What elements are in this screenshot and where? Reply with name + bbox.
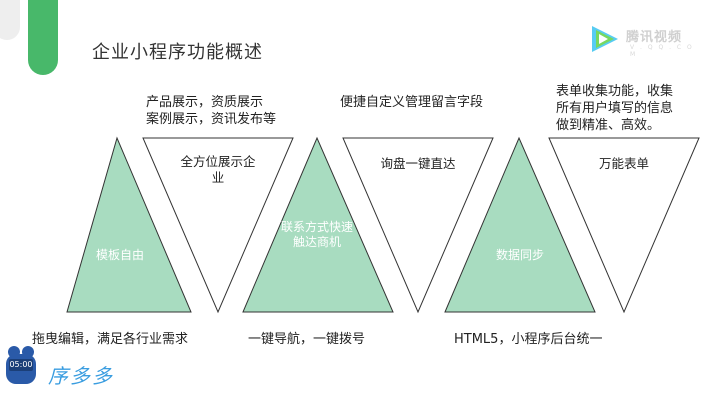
- note-forms-line1: 表单收集功能，收集: [556, 84, 674, 99]
- brand-name: 序多多: [48, 364, 114, 388]
- note-display-line2: 案例展示，资讯发布等: [146, 112, 277, 127]
- tri-label-2-line1: 联系方式快速: [280, 220, 353, 234]
- note-forms-line2: 所有用户填写的信息: [556, 101, 674, 116]
- note-html5: HTML5，小程序后台统一: [454, 332, 603, 347]
- video-logo-name: 腾讯视频: [626, 30, 683, 45]
- inv-label-1-line2: 业: [211, 170, 225, 185]
- note-fields: 便捷自定义管理留言字段: [340, 95, 484, 110]
- triangle-down-3: [548, 137, 700, 314]
- video-play-icon: [592, 26, 618, 52]
- note-navigation: 一键导航，一键拨号: [248, 332, 366, 347]
- note-forms-line3: 做到精准、高效。: [556, 118, 661, 133]
- inv-label-1-line1: 全方位展示企: [180, 154, 256, 169]
- triangle-down-1: [142, 137, 294, 314]
- tri-label-2-line2: 触达商机: [292, 235, 341, 249]
- note-forms: 表单收集功能，收集 所有用户填写的信息 做到精准、高效。: [556, 83, 673, 134]
- video-logo-sub: V . Q Q . C O M: [630, 44, 694, 58]
- note-display: 产品展示，资质展示 案例展示，资讯发布等: [146, 94, 276, 128]
- inv-label-3: 万能表单: [598, 156, 649, 171]
- decorative-bar-green: [28, 0, 58, 75]
- note-drag-edit: 拖曳编辑，满足各行业需求: [32, 332, 189, 347]
- inv-label-2: 询盘一键直达: [380, 156, 456, 171]
- tri-label-3: 数据同步: [495, 248, 544, 262]
- brand-badge: 05:00: [6, 344, 42, 388]
- triangle-down-2: [342, 137, 494, 314]
- note-display-line1: 产品展示，资质展示: [146, 95, 264, 110]
- tri-label-2: 联系方式快速 触达商机: [272, 220, 362, 250]
- video-logo: 腾讯视频 V . Q Q . C O M: [586, 22, 696, 58]
- inv-label-1: 全方位展示企 业: [168, 154, 268, 186]
- page-title: 企业小程序功能概述: [92, 42, 263, 63]
- triangle-up-1: [66, 136, 192, 313]
- triangle-up-3: [444, 136, 596, 313]
- decorative-bar-grey: [0, 0, 20, 40]
- badge-time: 05:00: [9, 359, 33, 371]
- tri-label-1: 模板自由: [95, 248, 144, 262]
- triangle-up-2: [242, 136, 394, 313]
